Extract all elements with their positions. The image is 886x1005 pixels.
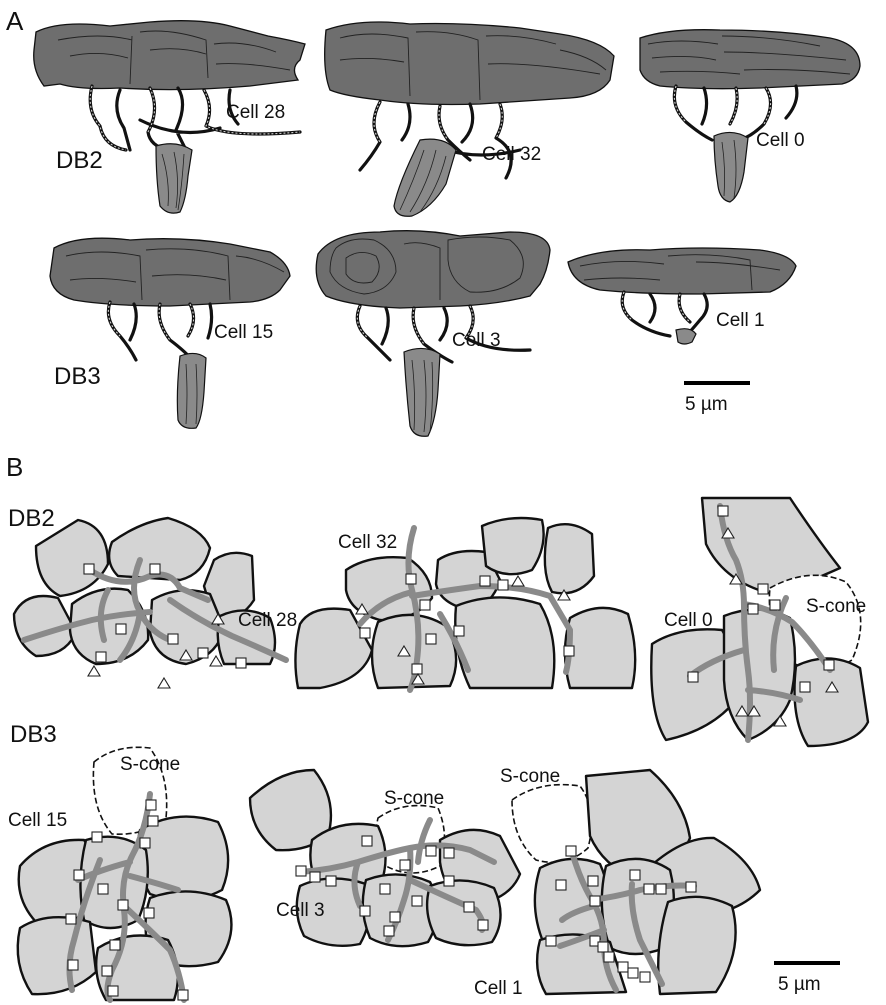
s-cone-label-0: S-cone — [806, 596, 866, 617]
cell-3-label-b: Cell 3 — [276, 900, 325, 921]
axon-stalk — [714, 132, 748, 202]
s-cone-label-1: S-cone — [500, 766, 560, 787]
cone — [545, 524, 594, 593]
cell-32-reconstruction: Cell 32 — [325, 22, 614, 216]
cell-1-reconstruction: Cell 1 — [568, 248, 796, 344]
s-cone-label-15: S-cone — [120, 754, 180, 775]
cell-28-reconstruction: Cell 28 — [34, 21, 305, 213]
s-cone-label-3: S-cone — [384, 788, 444, 809]
cell-1-label-a: Cell 1 — [716, 310, 765, 331]
db3-label-b: DB3 — [10, 721, 57, 748]
cell-15-reconstruction: Cell 15 — [50, 238, 290, 428]
axon-stalk — [156, 144, 192, 213]
cell-3-mosaic: S-cone Cell 3 — [250, 770, 520, 946]
db2-label-a: DB2 — [56, 147, 103, 174]
scale-bar-b: 5 µm — [774, 963, 840, 995]
cone — [18, 917, 96, 994]
s-cone — [512, 785, 592, 863]
cone-pedicle — [50, 238, 290, 306]
scale-bar-a-label: 5 µm — [685, 394, 728, 415]
db3-label-a: DB3 — [54, 363, 101, 390]
cone — [455, 597, 554, 688]
cell-32-label-b: Cell 32 — [338, 532, 397, 553]
cone — [658, 897, 735, 994]
cell-0-label-a: Cell 0 — [756, 130, 805, 151]
scale-bar-b-label: 5 µm — [778, 974, 821, 995]
cone — [138, 817, 229, 901]
cell-32-mosaic: Cell 32 — [295, 518, 635, 690]
dendrite — [108, 302, 211, 362]
panel-b: B DB2 DB3 Cell 28 — [6, 452, 868, 1000]
cone-pedicle — [640, 30, 860, 89]
cell-28-label-a: Cell 28 — [226, 102, 285, 123]
cell-0-reconstruction: Cell 0 — [640, 30, 860, 202]
cell-28-label-b: Cell 28 — [238, 610, 297, 631]
cell-28-mosaic: Cell 28 — [14, 518, 297, 688]
panel-b-label: B — [6, 452, 23, 482]
cell-0-label-b: Cell 0 — [664, 610, 713, 631]
axon-stalk — [404, 348, 440, 436]
scale-bar-a: 5 µm — [684, 383, 750, 415]
cell-3-label-a: Cell 3 — [452, 330, 501, 351]
cell-15-label-a: Cell 15 — [214, 322, 273, 343]
cell-0-mosaic: Cell 0 S-cone — [651, 498, 868, 746]
cell-3-reconstruction: Cell 3 — [316, 231, 550, 437]
dendrite — [357, 306, 530, 362]
cell-15-mosaic: S-cone Cell 15 — [8, 747, 231, 1000]
cone-pedicle — [316, 231, 550, 308]
panel-a: A DB2 DB3 Cell 28 Cell 32 — [6, 6, 860, 436]
axon-stalk — [676, 329, 696, 344]
cell-1-label-b: Cell 1 — [474, 978, 523, 999]
cell-32-label-a: Cell 32 — [482, 144, 541, 165]
cone — [565, 608, 635, 688]
cone — [482, 518, 544, 574]
cell-15-label-b: Cell 15 — [8, 810, 67, 831]
axon-stalk — [177, 353, 206, 428]
panel-a-label: A — [6, 6, 24, 36]
cone — [724, 609, 795, 740]
db2-label-b: DB2 — [8, 505, 55, 532]
dendrite — [622, 292, 707, 338]
